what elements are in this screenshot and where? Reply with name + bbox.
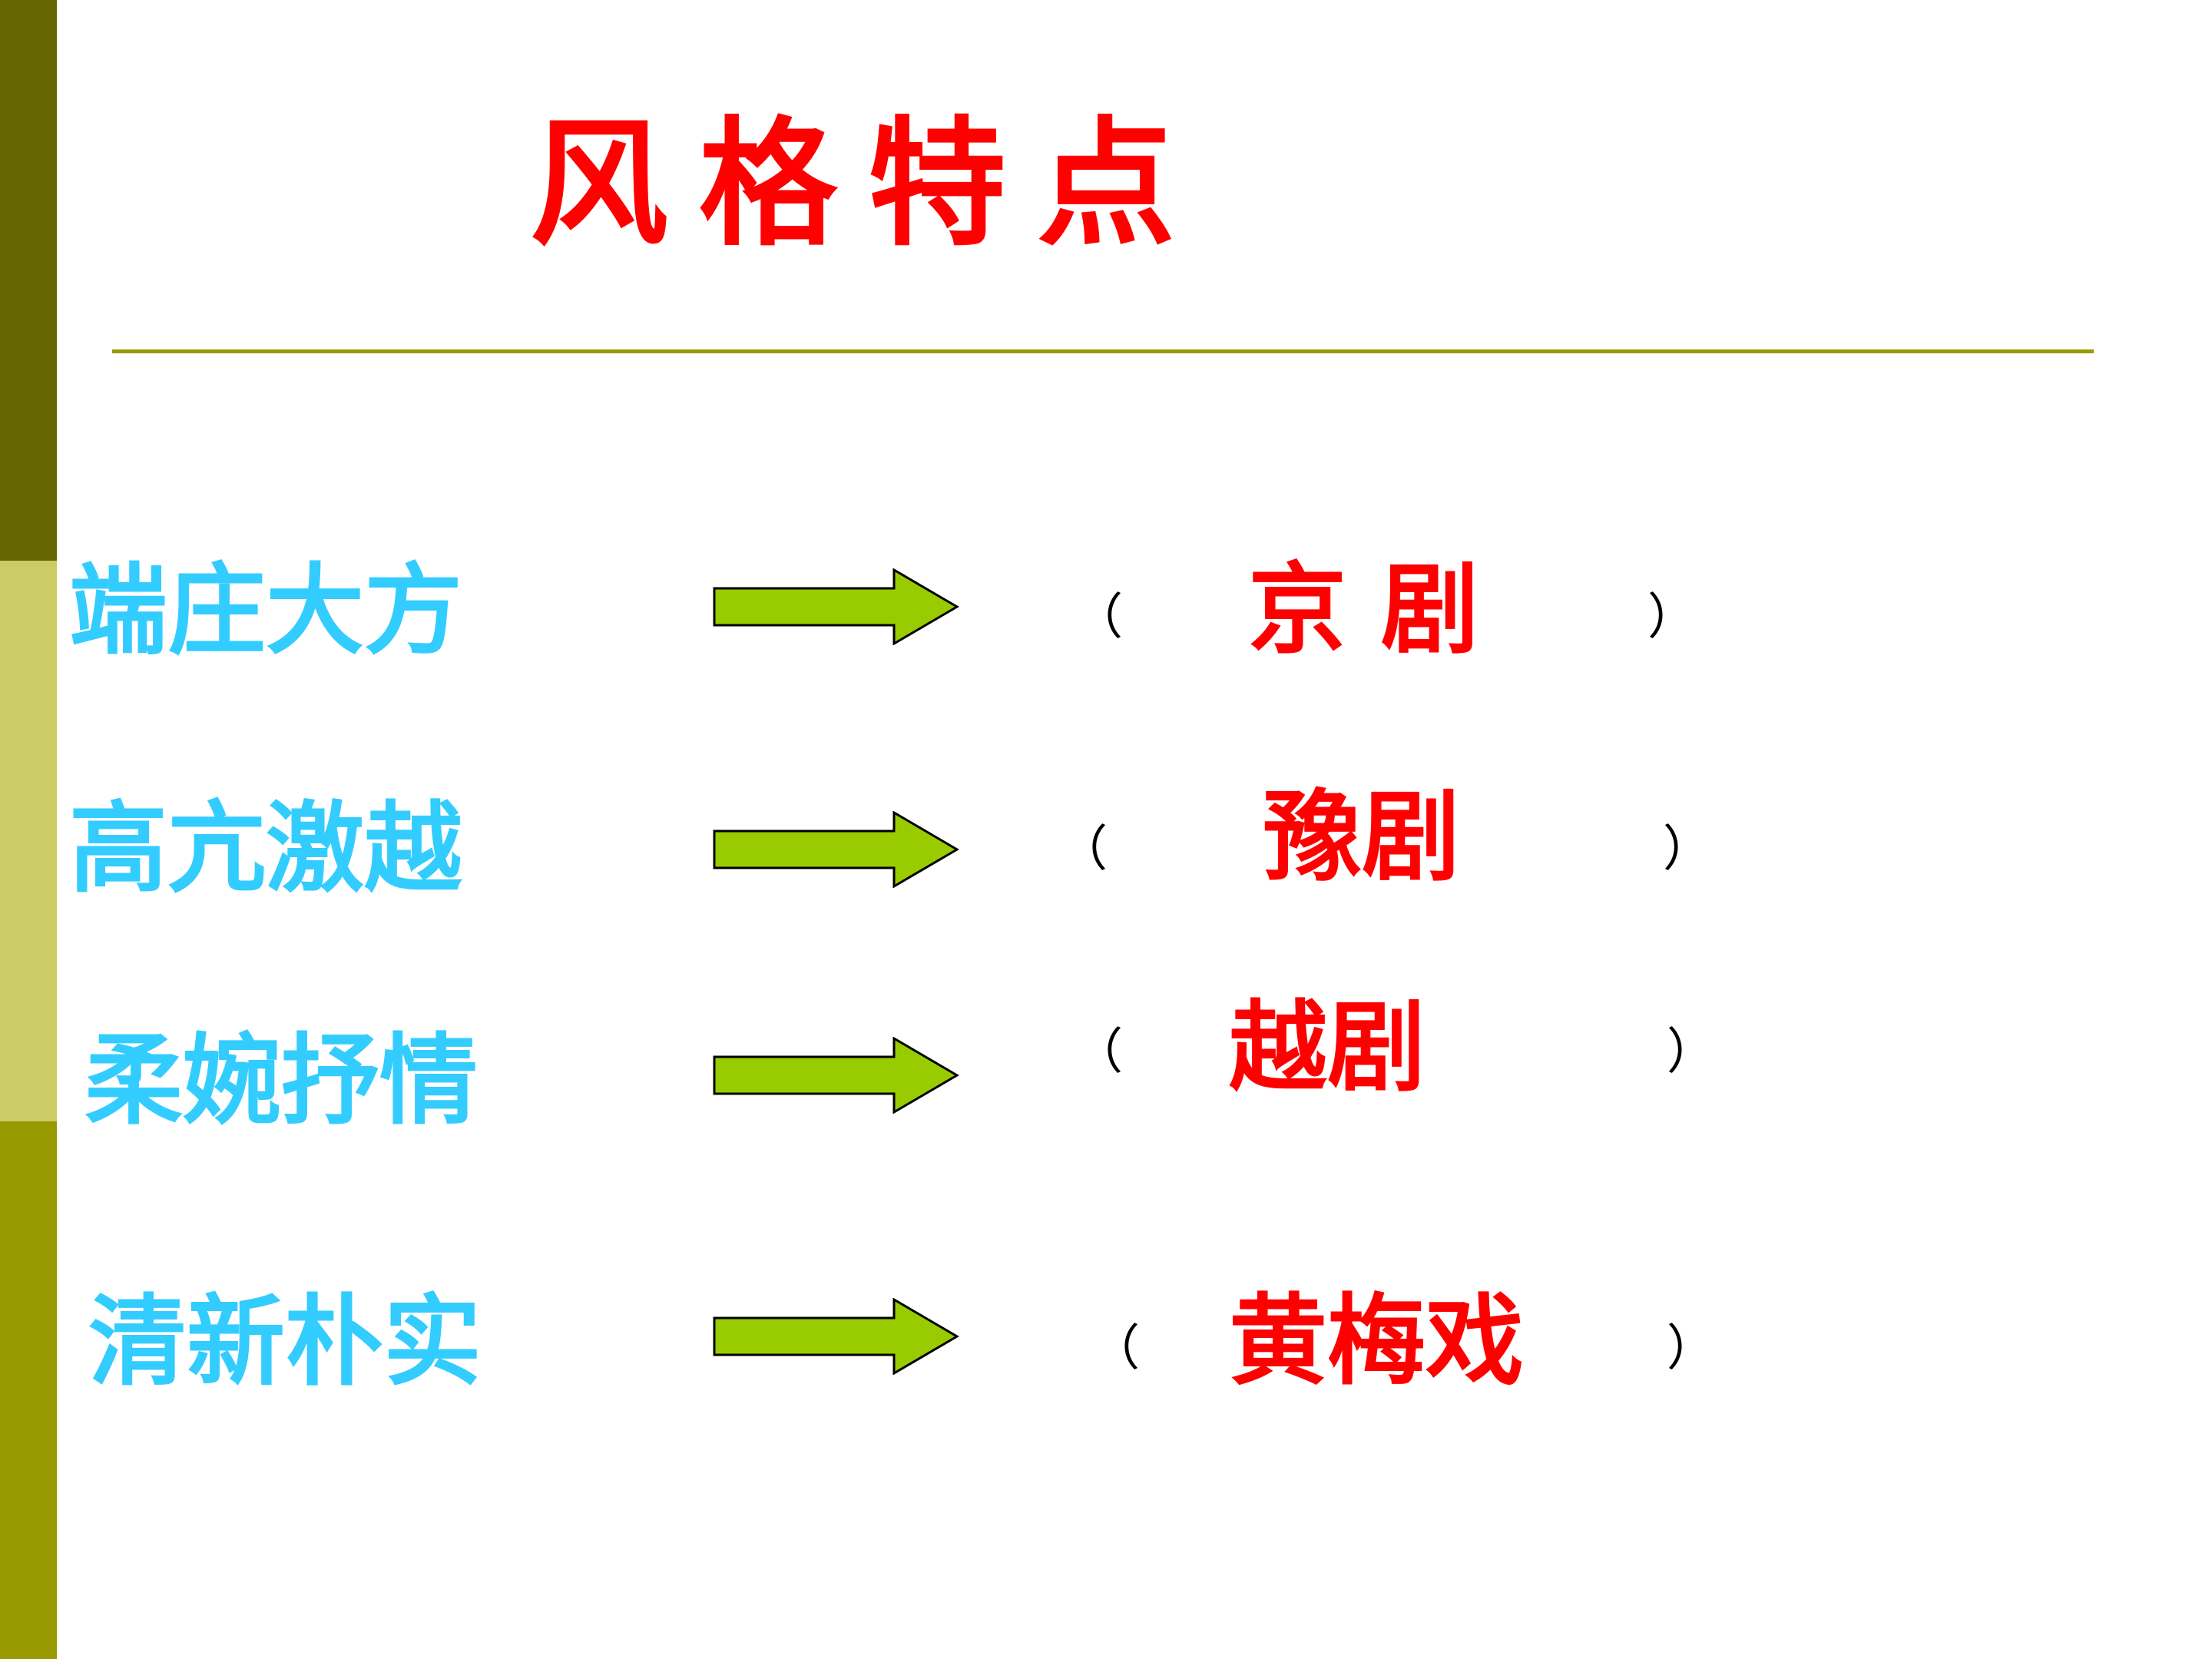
close-paren: ） [1647, 589, 1697, 646]
close-paren: ） [1667, 1320, 1716, 1377]
match-row-3: 柔婉抒情 （ 越剧 ） [0, 998, 2212, 1152]
style-label: 端庄大方 [69, 554, 463, 668]
style-label: 柔婉抒情 [84, 1024, 478, 1138]
style-label: 清新朴实 [88, 1285, 482, 1399]
open-paren: （ [1091, 1320, 1140, 1377]
sidebar-segment-bottom [0, 1121, 57, 1659]
style-label: 高亢激越 [69, 792, 463, 906]
right-arrow-icon [713, 1298, 959, 1375]
right-arrow-icon [713, 811, 959, 888]
slide-title: 风格特点 [530, 103, 1207, 265]
match-row-4: 清新朴实 （ 黄梅戏 ） [0, 1275, 2212, 1429]
open-paren: （ [1074, 589, 1123, 646]
opera-answer: 豫剧 [1263, 780, 1461, 895]
close-paren: ） [1663, 821, 1712, 878]
match-row-1: 端庄大方 （ 京 剧 ） [0, 553, 2212, 707]
opera-answer: 京 剧 [1248, 552, 1479, 667]
match-row-2: 高亢激越 （ 豫剧 ） [0, 783, 2212, 937]
open-paren: （ [1058, 821, 1108, 878]
opera-answer: 越剧 [1229, 990, 1426, 1105]
sidebar-segment-top [0, 0, 57, 561]
open-paren: （ [1074, 1024, 1123, 1081]
right-arrow-icon [713, 1037, 959, 1114]
opera-answer: 黄梅戏 [1229, 1283, 1525, 1399]
close-paren: ） [1667, 1024, 1716, 1081]
sidebar-segment-middle [0, 561, 57, 1121]
right-arrow-icon [713, 568, 959, 645]
title-divider [112, 349, 2094, 353]
